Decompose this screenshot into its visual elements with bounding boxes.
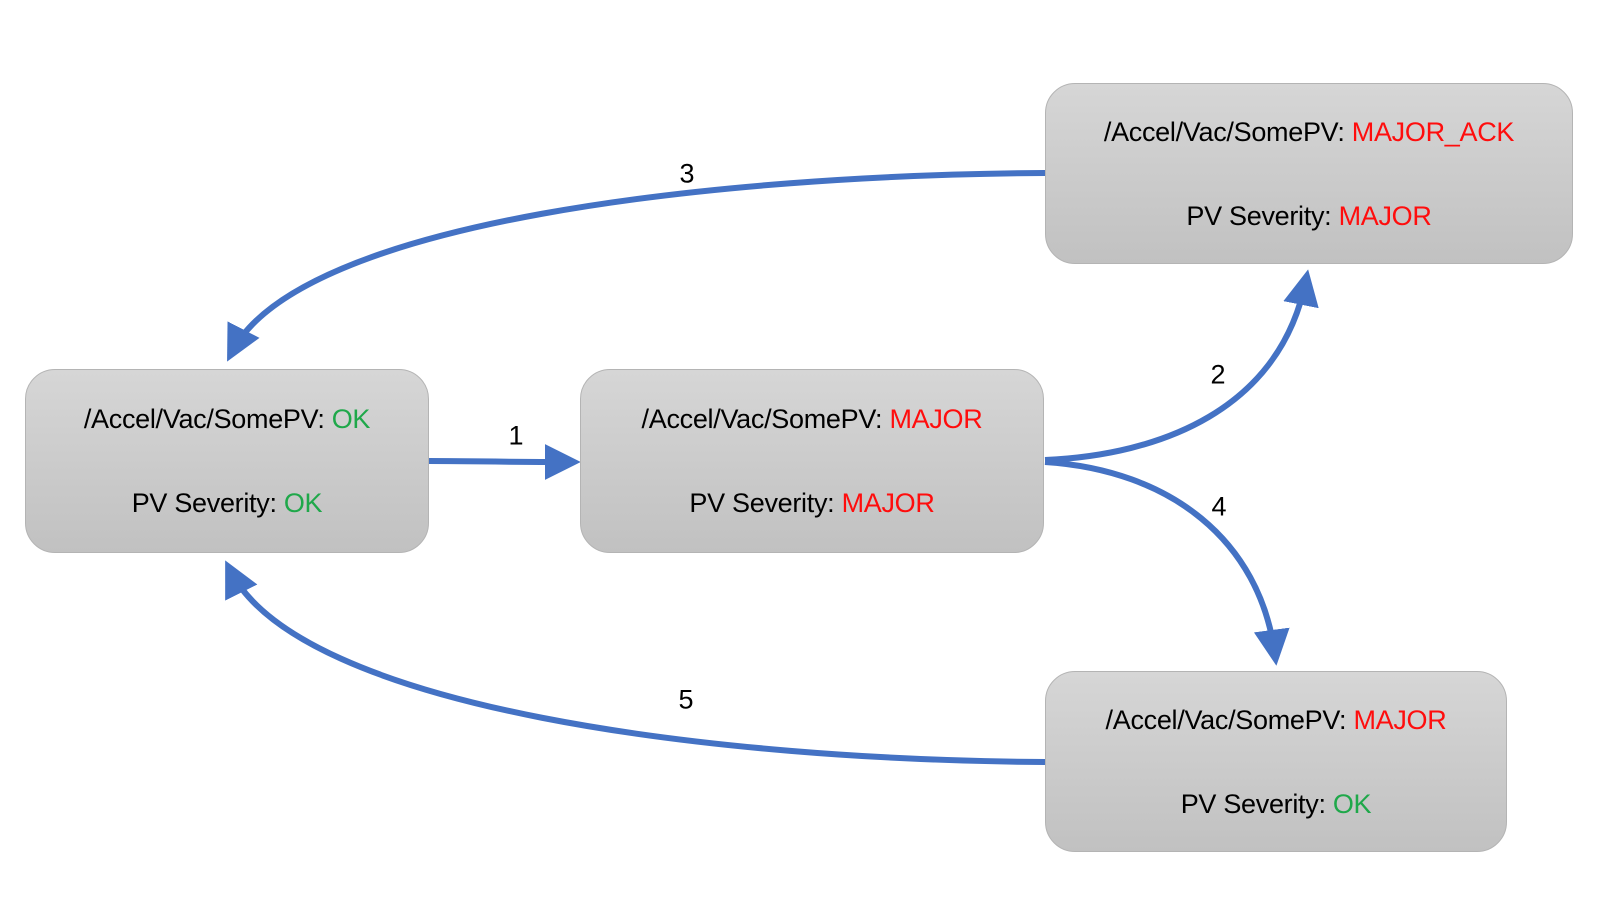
severity-value: MAJOR — [1338, 200, 1432, 231]
state-box-ok: /Accel/Vac/SomePV: OK PV Severity: OK — [25, 369, 429, 553]
severity-label: PV Severity: — [131, 488, 284, 518]
pv-name: /Accel/Vac/SomePV: — [83, 404, 332, 434]
severity-label: PV Severity: — [689, 488, 842, 518]
transition-label-2: 2 — [1210, 359, 1226, 390]
transition-arrow-3 — [227, 170, 1046, 362]
transition-arrow-2 — [1044, 269, 1319, 463]
pv-name: /Accel/Vac/SomePV: — [1105, 704, 1354, 735]
severity-value: OK — [1332, 788, 1372, 819]
severity-label: PV Severity: — [1180, 788, 1333, 819]
pv-status-line: /Accel/Vac/SomePV: OK — [83, 403, 371, 435]
severity-label: PV Severity: — [1186, 200, 1339, 231]
state-box-major: /Accel/Vac/SomePV: MAJOR PV Severity: MA… — [580, 369, 1044, 553]
state-box-major-cleared: /Accel/Vac/SomePV: MAJOR PV Severity: OK — [1045, 671, 1507, 852]
transition-label-3: 3 — [679, 158, 695, 189]
severity-line: PV Severity: MAJOR — [689, 487, 934, 519]
pv-status-line: /Accel/Vac/SomePV: MAJOR — [642, 403, 983, 435]
transition-label-1: 1 — [508, 420, 524, 451]
severity-line: PV Severity: OK — [1181, 788, 1372, 820]
severity-line: PV Severity: OK — [132, 487, 323, 519]
transition-arrow-5 — [225, 560, 1046, 765]
pv-status-line: /Accel/Vac/SomePV: MAJOR — [1106, 704, 1447, 736]
alarm-state-value: OK — [331, 404, 371, 434]
alarm-state-value: MAJOR — [889, 404, 983, 434]
transition-arrow-1 — [428, 443, 581, 480]
pv-name: /Accel/Vac/SomePV: — [641, 404, 890, 434]
alarm-state-value: MAJOR — [1353, 704, 1447, 735]
pv-status-line: /Accel/Vac/SomePV: MAJOR_ACK — [1103, 116, 1515, 148]
transition-arrow-4 — [1044, 459, 1290, 666]
severity-line: PV Severity: MAJOR — [1186, 200, 1431, 232]
severity-value: MAJOR — [841, 488, 935, 518]
transition-label-4: 4 — [1211, 491, 1227, 522]
severity-value: OK — [283, 488, 323, 518]
pv-name: /Accel/Vac/SomePV: — [1103, 116, 1352, 147]
transition-label-5: 5 — [678, 684, 694, 715]
state-box-major-ack: /Accel/Vac/SomePV: MAJOR_ACK PV Severity… — [1045, 83, 1573, 264]
alarm-state-value: MAJOR_ACK — [1351, 116, 1515, 147]
